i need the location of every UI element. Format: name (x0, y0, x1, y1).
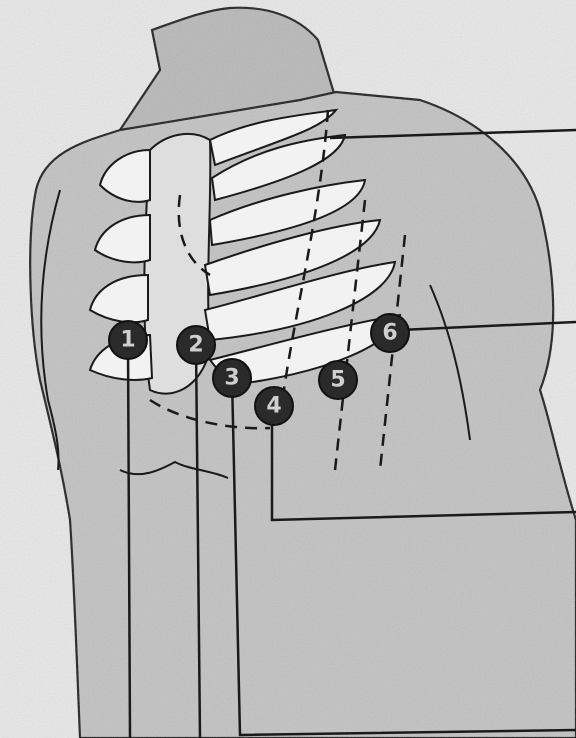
electrode-4: 4 (255, 387, 293, 425)
electrode-2: 2 (177, 326, 215, 364)
electrode-label: 2 (188, 333, 203, 358)
electrode-label: 3 (224, 366, 239, 391)
electrode-label: 5 (330, 368, 345, 393)
electrode-label: 4 (266, 394, 281, 419)
electrode-label: 1 (120, 328, 135, 353)
electrode-6: 6 (371, 314, 409, 352)
electrode-1: 1 (109, 321, 147, 359)
electrode-5: 5 (319, 361, 357, 399)
electrode-label: 6 (382, 321, 397, 346)
electrode-3: 3 (213, 359, 251, 397)
